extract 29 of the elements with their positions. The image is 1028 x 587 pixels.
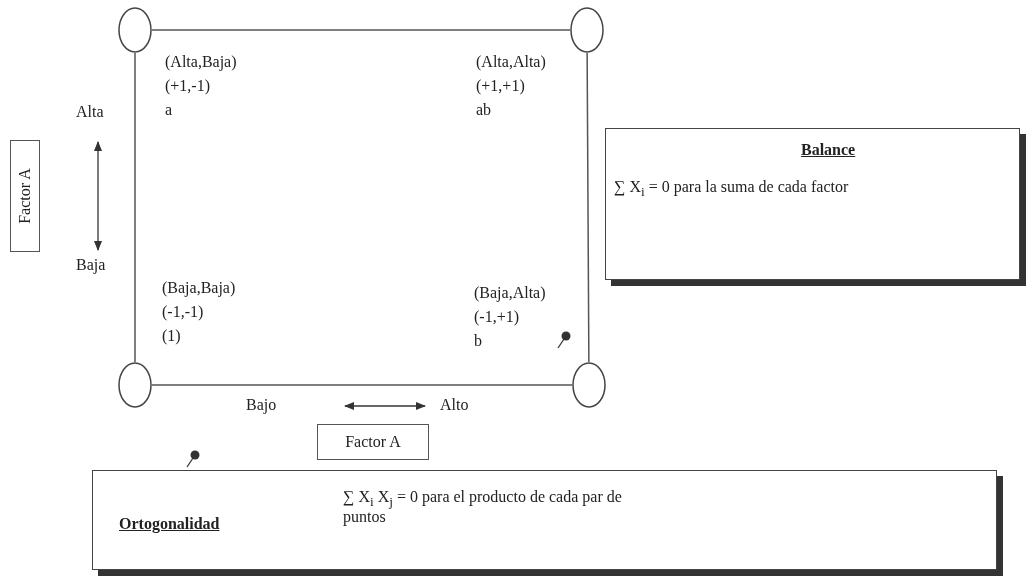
treatment-label: (1) <box>162 328 181 344</box>
factor-label: Factor A <box>16 168 34 224</box>
level-label: Bajo <box>246 397 277 413</box>
panel-heading: Balance <box>801 141 856 159</box>
factor-label: Factor A <box>345 433 401 451</box>
treatment-label: (+1,-1) <box>165 78 210 94</box>
square-side-line <box>134 52 136 363</box>
treatment-label: ab <box>476 102 492 118</box>
square-side-line <box>586 52 590 363</box>
formula-text: ∑ X$_{i}$ X$_{j}$ = 0 para el producto de cada par de puntos <box>343 489 623 526</box>
factor-label-box <box>317 424 429 460</box>
treatment-label: b <box>474 333 482 349</box>
level-label: Baja <box>76 257 106 273</box>
treatment-label: (-1,+1) <box>474 309 519 325</box>
square-side-line <box>151 384 573 386</box>
treatment-label: a <box>165 102 173 118</box>
formula-text: ∑ X$_{i}$ = 0 para la suma de cada factor <box>614 179 850 200</box>
level-label: Alto <box>440 397 469 413</box>
treatment-label: (+1,+1) <box>476 78 525 94</box>
factor-label-box <box>10 140 40 252</box>
level-label: Alta <box>76 104 104 120</box>
vertex-ellipse <box>572 362 606 408</box>
treatment-label: (Baja,Alta) <box>474 285 546 301</box>
square-side-line <box>151 29 571 31</box>
panel-heading: Ortogonalidad <box>119 515 220 533</box>
vertex-ellipse <box>118 362 152 408</box>
vertex-ellipse <box>118 7 152 53</box>
vertex-ellipse <box>570 7 604 53</box>
treatment-label: (Baja,Baja) <box>162 280 236 296</box>
